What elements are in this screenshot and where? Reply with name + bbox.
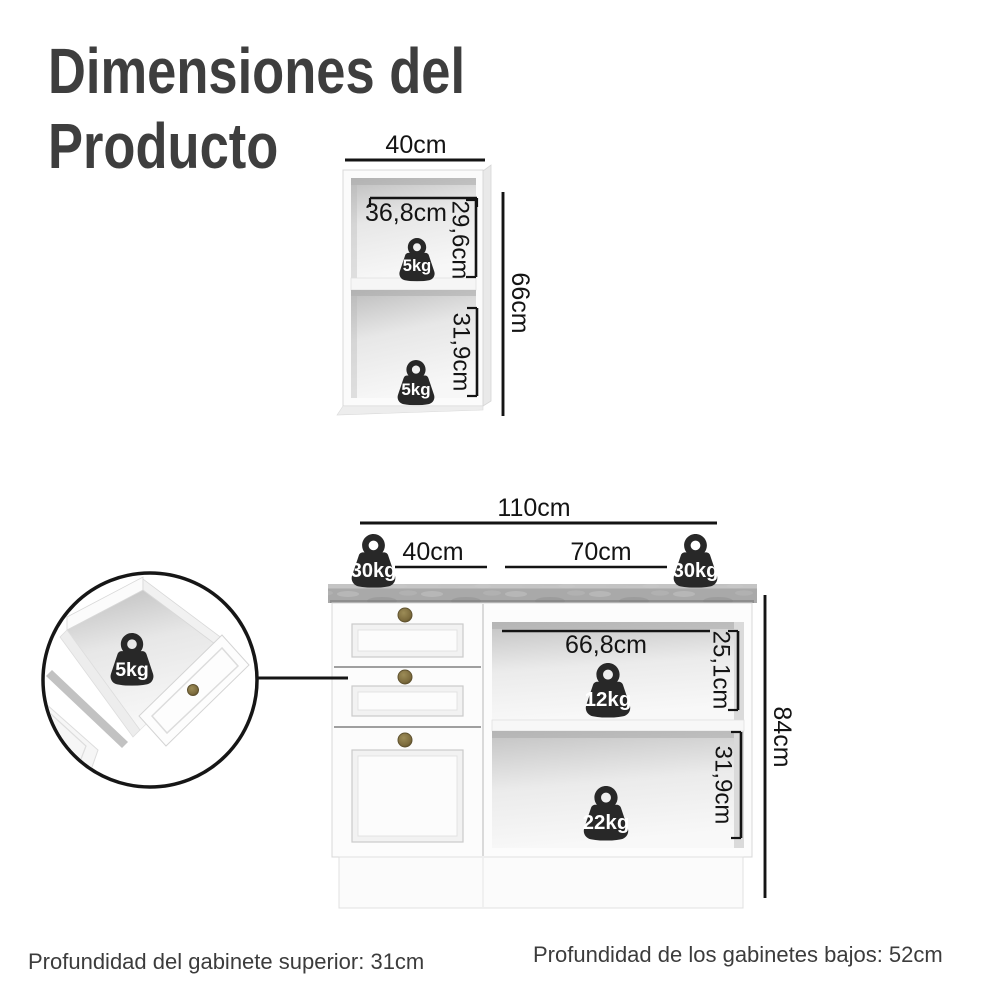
- lower-cabinet-interior-dimensions: 66,8cm 25,1cm 31,9cm 84cm: [502, 595, 796, 898]
- drawer-detail-callout: 5kg: [41, 571, 348, 789]
- interior-right-wall: [734, 731, 744, 848]
- drawer-detail-knob: [187, 684, 199, 696]
- weight-label: 5kg: [115, 659, 149, 681]
- open-section-shelf: [491, 719, 745, 732]
- open-section-width-label: 70cm: [570, 538, 631, 566]
- drawer3-panel-inner: [357, 755, 458, 837]
- countertop-shadow: [330, 600, 754, 603]
- countertop: [328, 584, 757, 603]
- page-title-line1: Dimensiones del: [48, 35, 466, 107]
- weight-label: 5kg: [403, 257, 431, 275]
- footnote-lower-cabinets-depth: Profundidad de los gabinetes bajos: 52cm: [533, 942, 943, 967]
- drawer-section: [334, 607, 481, 843]
- shelf-top-height-label: 29,6cm: [447, 201, 474, 280]
- upper-top-weight-badge: 5kg: [399, 238, 435, 282]
- weight-label: 5kg: [401, 380, 430, 399]
- interior-shadow: [351, 290, 476, 296]
- open-bottom-weight-badge: 22kg: [583, 786, 630, 841]
- upper-bottom-weight-badge: 5kg: [397, 360, 435, 406]
- drawer1-panel-inner: [357, 629, 458, 652]
- interior-shadow: [351, 178, 357, 278]
- drawer2-knob: [397, 669, 413, 685]
- open-shelf-section: [491, 622, 745, 848]
- countertop-right-weight-badge: 30kg: [673, 534, 719, 588]
- drawer-section-width-label: 40cm: [402, 538, 463, 566]
- open-bottom-height-label: 31,9cm: [710, 746, 737, 825]
- interior-shadow: [492, 731, 744, 738]
- drawer2-panel-inner: [357, 691, 458, 711]
- drawer3-knob: [397, 732, 413, 748]
- weight-label: 30kg: [673, 560, 719, 582]
- plinth: [338, 856, 744, 909]
- lower-cabinet-dimensions-top: 110cm 40cm 70cm: [360, 494, 717, 569]
- weight-label: 22kg: [583, 811, 630, 834]
- drawer-weight-badge: 5kg: [110, 633, 154, 686]
- drawer-front-panel-frame: [150, 646, 240, 735]
- upper-height-label: 66cm: [506, 272, 534, 333]
- drawer-back-wall: [66, 576, 144, 631]
- open-top-width-label: 66,8cm: [565, 631, 647, 659]
- interior-shadow: [351, 290, 357, 398]
- upper-width-label: 40cm: [385, 131, 446, 159]
- interior-shadow: [492, 622, 744, 629]
- drawer-slide-rail: [46, 670, 128, 748]
- drawer-left-wall: [59, 629, 141, 738]
- interior-shadow: [351, 178, 476, 185]
- countertop-highlight: [328, 584, 757, 589]
- upper-cabinet: [336, 164, 492, 416]
- shelf-bottom-height-label: 31,9cm: [448, 313, 475, 392]
- shelf-top-width-label: 36,8cm: [365, 199, 447, 227]
- upper-cabinet-bottom-edge: [336, 405, 484, 416]
- drawer1-knob: [397, 607, 413, 623]
- open-top-height-label: 25,1cm: [708, 631, 735, 710]
- lower-cabinet: [328, 584, 757, 909]
- upper-cabinet-side-panel: [482, 164, 492, 407]
- weight-label: 30kg: [351, 560, 397, 582]
- open-top-weight-badge: 12kg: [585, 663, 632, 718]
- footnote-upper-cabinet-depth: Profundidad del gabinete superior: 31cm: [28, 949, 425, 974]
- weight-label: 12kg: [585, 688, 632, 711]
- page-title-line2: Producto: [48, 110, 279, 182]
- total-width-label: 110cm: [497, 494, 570, 522]
- countertop-left-weight-badge: 30kg: [351, 534, 397, 588]
- upper-cabinet-dimensions: 40cm 36,8cm 29,6cm 31,9cm 66cm: [345, 131, 534, 416]
- lower-height-label: 84cm: [768, 706, 796, 767]
